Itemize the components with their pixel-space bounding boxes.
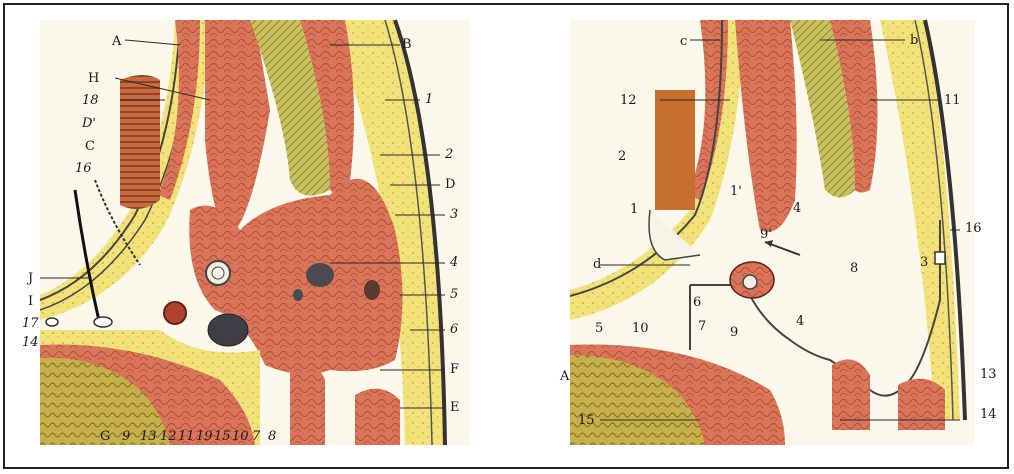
striped-muscle-block: [120, 75, 160, 209]
label-15: 15: [214, 429, 231, 444]
label-G: G: [100, 429, 110, 444]
label-13-right: 13: [980, 367, 997, 382]
label-c: c: [680, 34, 687, 49]
label-15-right: 15: [578, 413, 595, 428]
right-lower-small-muscle-1: [832, 359, 870, 430]
white-body-1: [94, 317, 112, 327]
label-B: B: [402, 37, 412, 52]
vessel-lumen: [212, 267, 224, 279]
label-11: 11: [178, 429, 195, 444]
label-d: d: [593, 257, 601, 272]
label-6-right: 6: [693, 295, 701, 310]
left-panel: [40, 20, 470, 445]
label-A: A: [111, 34, 122, 49]
label-2-right: 2: [618, 149, 626, 164]
dark-vessel-1: [306, 263, 334, 287]
label-11-right: 11: [944, 93, 961, 108]
orange-block: [655, 90, 695, 210]
label-9-prime: 9': [760, 227, 772, 242]
lower-small-muscle-1: [290, 362, 325, 445]
label-2: 2: [444, 147, 453, 162]
label-C: C: [85, 139, 95, 154]
label-18: 18: [82, 93, 99, 108]
label-7-right: 7: [698, 319, 706, 334]
label-H: H: [88, 71, 99, 86]
label-I: I: [28, 294, 33, 309]
dark-vessel-3: [293, 289, 303, 301]
label-3: 3: [450, 207, 458, 222]
label-1-right: 1: [630, 202, 638, 217]
large-dark-vessel: [208, 314, 248, 346]
label-5: 5: [450, 287, 458, 302]
label-14-right: 14: [980, 407, 997, 422]
label-8: 8: [268, 429, 276, 444]
label-7: 7: [252, 429, 261, 444]
label-12: 12: [160, 429, 177, 444]
label-10: 10: [232, 429, 249, 444]
label-5-right: 5: [595, 321, 603, 336]
lower-small-muscle-2: [355, 389, 400, 445]
label-8-right: 8: [850, 261, 858, 276]
label-3-right: 3: [920, 255, 928, 270]
label-D-prime: D': [81, 116, 96, 131]
label-4-upper-right: 4: [793, 201, 801, 216]
label-13: 13: [140, 429, 157, 444]
label-4-lower-right: 4: [796, 314, 804, 329]
label-1: 1: [425, 92, 433, 107]
label-b: b: [910, 33, 918, 48]
vessel-ring-right: [743, 275, 757, 289]
white-body-2: [46, 318, 58, 326]
artery: [164, 302, 186, 324]
label-D: D: [445, 177, 455, 192]
label-A-right: A: [559, 369, 570, 384]
label-J: J: [26, 271, 33, 286]
dark-vessel-2: [364, 280, 380, 300]
right-panel: [570, 20, 975, 445]
label-17: 17: [22, 316, 39, 331]
label-E: E: [450, 400, 460, 415]
label-14: 14: [22, 335, 39, 350]
label-9: 9: [122, 429, 130, 444]
label-16-right: 16: [965, 221, 982, 236]
label-9-right: 9: [730, 325, 738, 340]
label-19: 19: [196, 429, 213, 444]
small-box: [935, 252, 945, 264]
label-4: 4: [449, 255, 458, 270]
label-1-prime: 1': [730, 184, 742, 199]
label-6: 6: [450, 322, 458, 337]
right-lower-small-muscle-2: [898, 379, 945, 430]
label-16: 16: [75, 161, 92, 176]
label-F: F: [450, 362, 459, 377]
label-10-right: 10: [632, 321, 649, 336]
label-12-right: 12: [620, 93, 637, 108]
